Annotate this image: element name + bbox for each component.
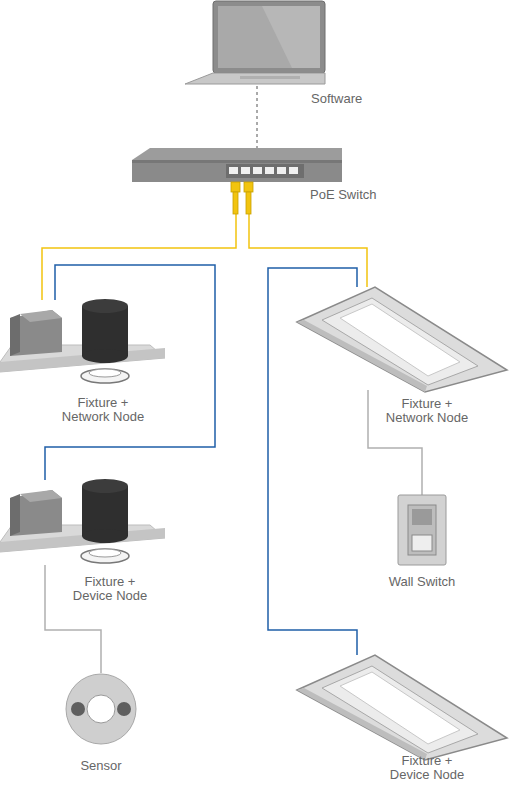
node-label: Fixture + Device Node [66, 575, 154, 603]
fixture-node: Fixture + Device Node [0, 480, 165, 565]
node-label: Software [311, 92, 401, 106]
fixture-node: PoE Switch [132, 148, 382, 183]
troffer-fixture [297, 655, 507, 760]
troffer-fixture [297, 287, 507, 392]
fixture-node: Sensor [65, 673, 137, 745]
cable-connector [45, 265, 215, 480]
poe-switch-icon [132, 148, 342, 214]
downlight-fixture [0, 479, 165, 563]
fixture-node: Fixture + Network Node [0, 300, 165, 383]
fixture-node: Fixture + Network Node [295, 287, 508, 390]
cable-connector [257, 86, 258, 148]
node-label: Fixture + Network Node [383, 397, 471, 425]
fixture-node: Fixture + Device Node [295, 655, 508, 758]
fixture-node: Wall Switch [398, 495, 446, 565]
node-label: PoE Switch [310, 188, 400, 202]
downlight-fixture [0, 299, 165, 383]
fixture-node: Software [185, 0, 385, 86]
node-label: Sensor [51, 759, 151, 773]
node-label: Wall Switch [372, 575, 472, 589]
cable-connector [42, 183, 236, 300]
laptop-icon [185, 1, 325, 84]
sensor-icon [66, 674, 136, 744]
wall-switch-icon [398, 495, 446, 565]
node-label: Fixture + Device Node [383, 754, 471, 782]
node-label: Fixture + Network Node [59, 396, 147, 424]
